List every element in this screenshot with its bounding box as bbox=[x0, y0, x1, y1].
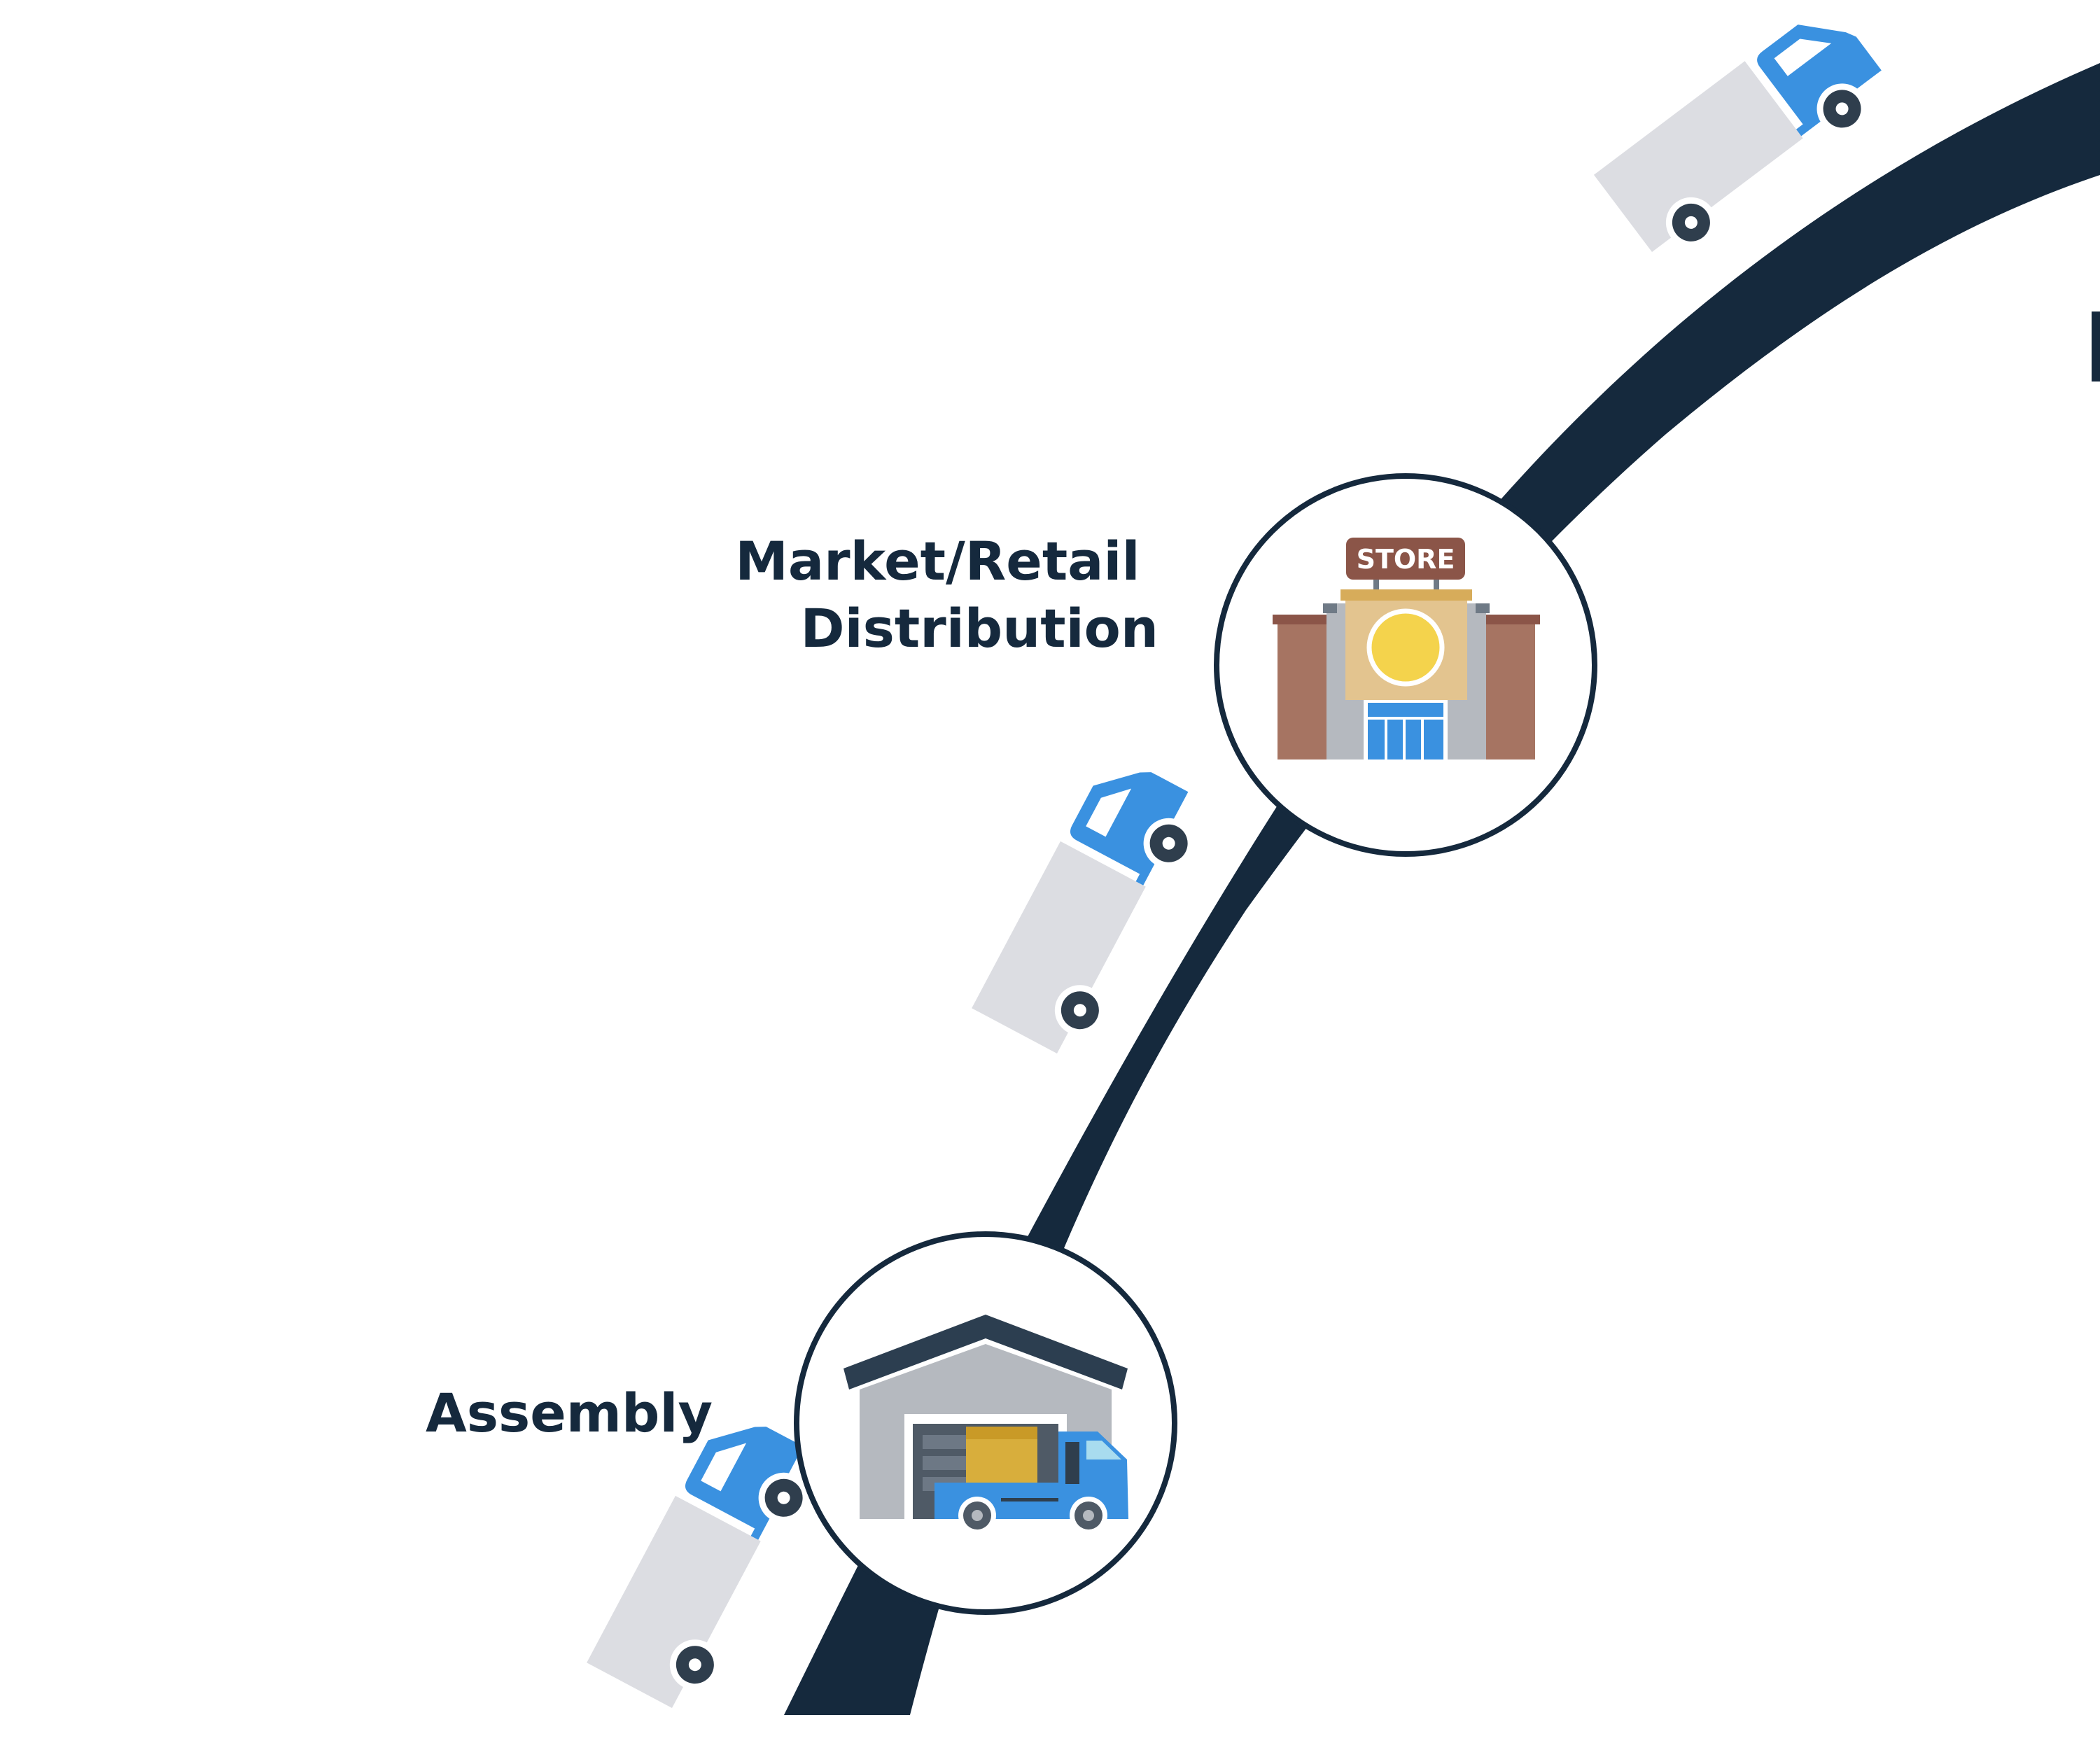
truck-icon bbox=[587, 1404, 832, 1720]
stage-label-assembly: Assembly bbox=[426, 1382, 713, 1444]
stage-label-market: Market/Retail Distribution bbox=[735, 530, 1158, 659]
offscreen-marker bbox=[2092, 312, 2100, 382]
store-sign bbox=[1346, 538, 1465, 580]
store-icon: STORE bbox=[1273, 538, 1540, 760]
stage-label-market-line-1: Market/Retail bbox=[735, 530, 1140, 592]
stage-assembly bbox=[794, 1231, 1177, 1615]
warehouse-truck-icon bbox=[844, 1315, 1128, 1534]
stage-label-market-line-2: Distribution bbox=[801, 597, 1158, 659]
store-badge bbox=[1366, 608, 1445, 687]
store-sign-text: STORE bbox=[1357, 544, 1455, 575]
stage-market-retail: STORE bbox=[1214, 473, 1597, 857]
truck-icon bbox=[972, 750, 1217, 1065]
